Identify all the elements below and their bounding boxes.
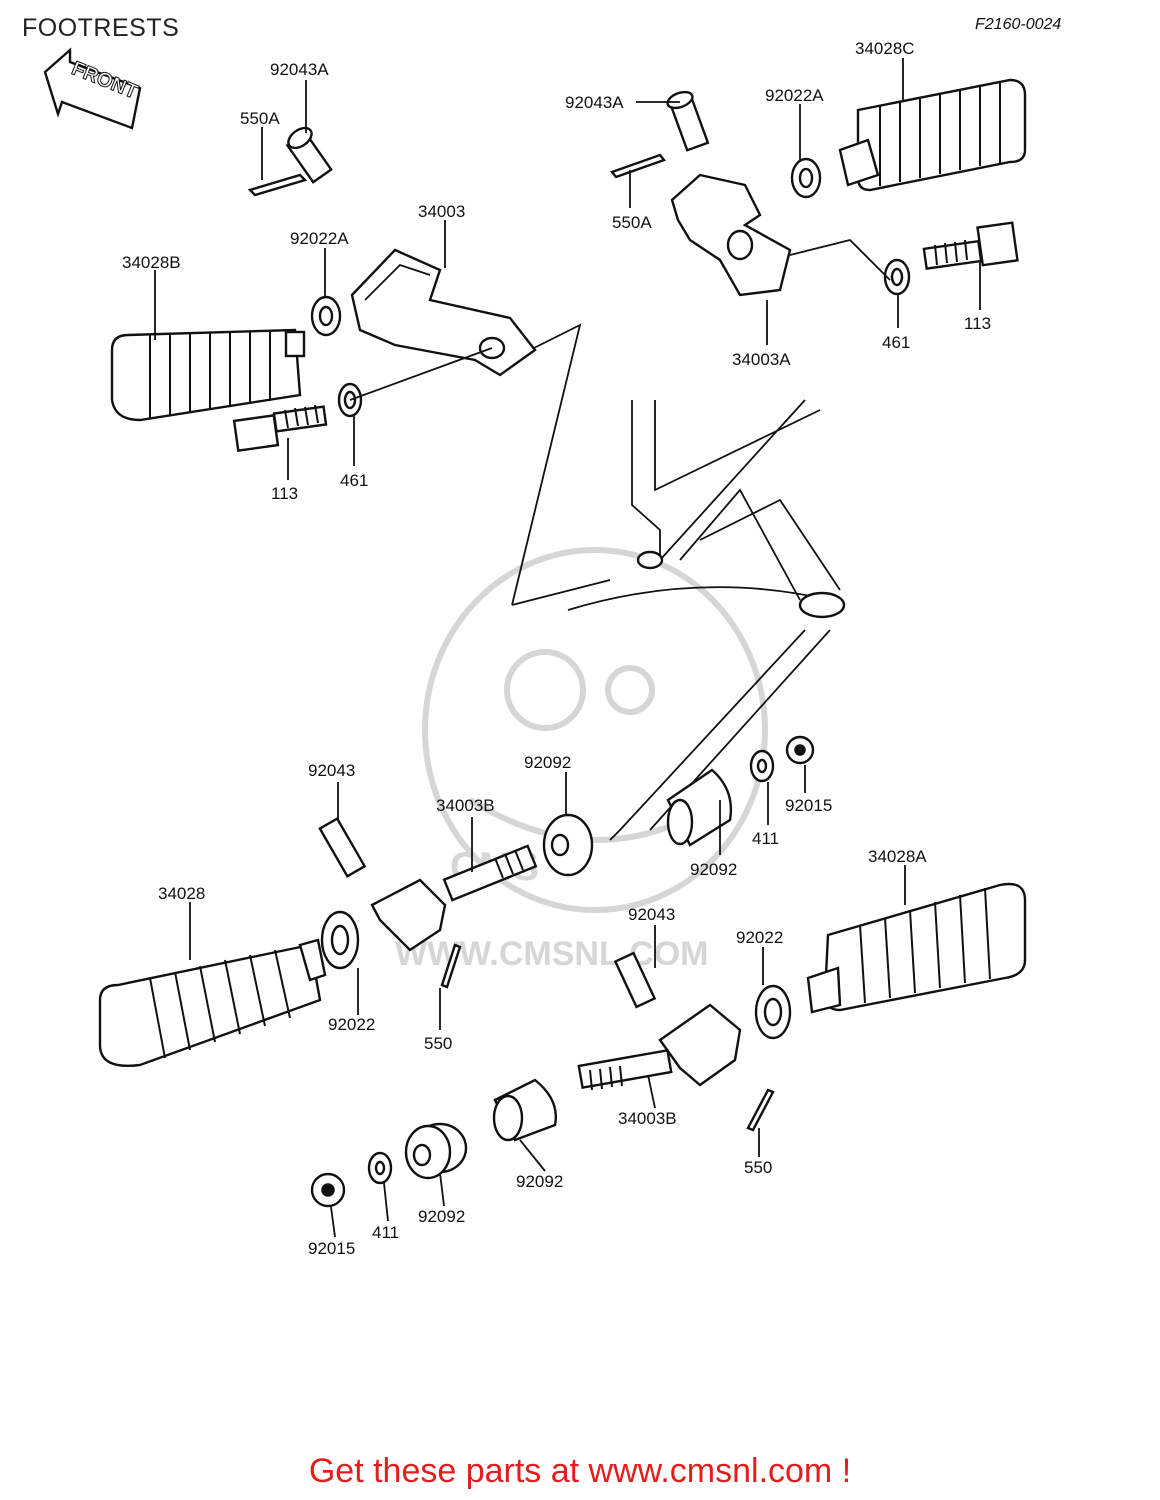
bushing-92092-upper-right: [666, 768, 733, 847]
footrest-rubber-34028: [98, 938, 327, 1067]
bushing-92092-lower-left: [404, 1122, 468, 1180]
part-label: 34028B: [122, 253, 181, 272]
part-label: 34003A: [732, 350, 791, 369]
part-label: 34028A: [868, 847, 927, 866]
figure-code: F2160-0024: [975, 16, 1062, 33]
bolt-113-right: [922, 221, 1019, 271]
bracket-34003: [350, 248, 537, 377]
part-label: 92092: [418, 1207, 465, 1226]
part-label: 92015: [785, 796, 832, 815]
part-label: 92043A: [565, 93, 624, 112]
part-label: 92015: [308, 1239, 355, 1258]
exploded-parts-diagram: CMS WWW.CMSNL.COM FRONT: [43, 39, 1027, 1258]
footrest-rubber-34028A: [806, 882, 1027, 1014]
part-label: 550A: [240, 109, 280, 128]
front-arrow: FRONT: [43, 47, 142, 130]
part-label: 92092: [690, 860, 737, 879]
part-label: 461: [340, 471, 368, 490]
part-label: 92043A: [270, 60, 329, 79]
cotter-pin-550A-upper-right: [610, 153, 666, 179]
cotter-pin-550A-upper-left: [247, 173, 308, 197]
pin-92043A-upper-right: [666, 90, 710, 152]
nut-92015-lower: [310, 1172, 346, 1208]
nut-92015-upper: [785, 735, 815, 765]
part-label: 92022: [328, 1015, 375, 1034]
part-label: 550: [744, 1158, 772, 1177]
pin-92043-upper: [318, 816, 367, 878]
bushing-92092-upper-left: [542, 813, 594, 877]
pin-92043-lower: [613, 951, 657, 1009]
washer-411-lower: [367, 1151, 393, 1185]
bolt-113-left: [232, 404, 328, 452]
part-label: 92092: [516, 1172, 563, 1191]
cotter-pin-550-right: [746, 1088, 775, 1132]
pin-92043A-upper-left: [285, 126, 333, 184]
part-label: 92043: [628, 905, 675, 924]
part-label: 461: [882, 333, 910, 352]
part-label: 92022: [736, 928, 783, 947]
part-label: 113: [964, 314, 991, 333]
part-label: 92043: [308, 761, 355, 780]
footrest-rubber-34028C: [838, 78, 1027, 192]
part-labels: 92043A 550A 92022A 34003 34028B 113 461 …: [122, 39, 991, 1258]
part-label: 34028: [158, 884, 205, 903]
part-label: 34003B: [436, 796, 495, 815]
part-label: 34003: [418, 202, 465, 221]
washer-461-right: [883, 258, 911, 296]
clevis-34003B-lower: [577, 1003, 742, 1091]
cotter-pin-550-left: [440, 943, 462, 989]
page-title: FOOTRESTS: [22, 14, 180, 42]
part-label: 92022A: [290, 229, 349, 248]
part-label: 411: [752, 829, 779, 848]
footrest-rubber-34028B: [110, 328, 306, 422]
bracket-34003A: [670, 173, 792, 297]
watermark-url: WWW.CMSNL.COM: [395, 935, 709, 973]
part-label: 34028C: [855, 39, 915, 58]
footer-cta-link[interactable]: Get these parts at www.cmsnl.com !: [308, 1452, 852, 1490]
washer-92022-lower-left: [320, 910, 360, 970]
part-label: 550: [424, 1034, 452, 1053]
leader-lines: [154, 58, 981, 1238]
clevis-34003B-upper: [370, 844, 538, 952]
part-label: 92092: [524, 753, 571, 772]
part-label: 411: [372, 1223, 399, 1242]
washer-92022A-upper-left: [310, 295, 342, 337]
watermark: CMS WWW.CMSNL.COM: [395, 547, 768, 973]
part-label: 113: [271, 484, 298, 503]
part-label: 34003B: [618, 1109, 677, 1128]
frame-outline: [511, 323, 846, 841]
washer-92022-lower-right: [754, 984, 792, 1040]
part-label: 550A: [612, 213, 652, 232]
part-label: 92022A: [765, 86, 824, 105]
bushing-92092-lower-right: [492, 1078, 557, 1142]
washer-92022A-upper-right: [790, 157, 822, 199]
washer-411-upper: [749, 749, 775, 783]
